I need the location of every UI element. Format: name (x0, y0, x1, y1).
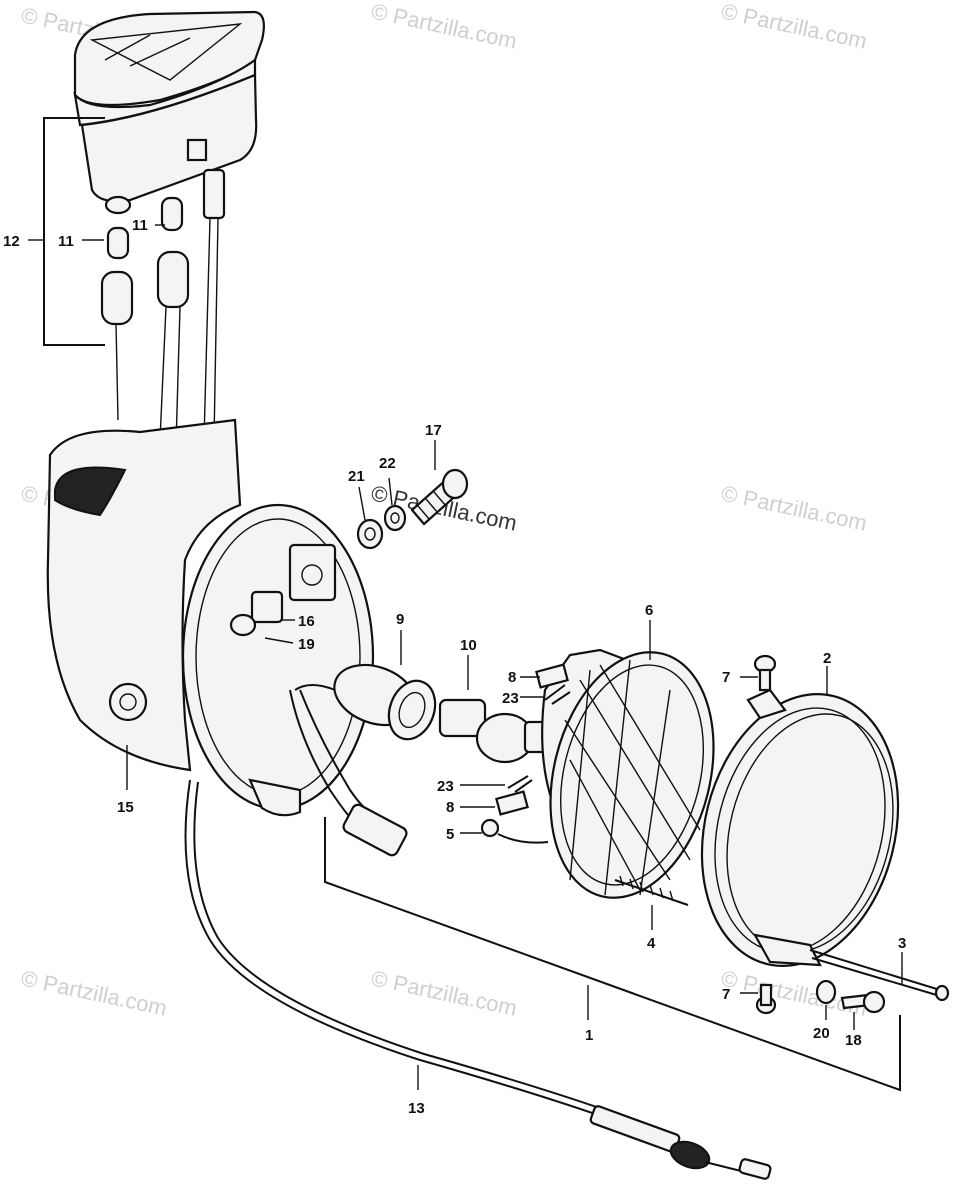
rim-screws (753, 654, 777, 1015)
callout-16: 16 (298, 613, 315, 630)
watermark: © Partzilla.com (719, 0, 869, 54)
callout-bracket-12 (43, 117, 105, 346)
callout-12: 12 (3, 233, 20, 250)
callout-10: 10 (460, 637, 477, 654)
headlight-case (46, 418, 375, 817)
long-bolt (809, 949, 941, 991)
headlight-bulb (438, 698, 549, 764)
speedometer-cable (184, 779, 772, 1180)
callout-8-bottom: 8 (446, 799, 454, 816)
speedometer-cable-end (202, 168, 226, 441)
callout-bracket-1 (324, 817, 901, 1092)
sealed-beam-unit (541, 648, 715, 899)
watermark: © Partzilla.com (369, 0, 519, 54)
retaining-clips (480, 663, 571, 844)
callout-23-top: 23 (502, 690, 519, 707)
leader-lines (82, 224, 903, 1090)
speedometer-assembly (73, 10, 265, 215)
callout-2: 2 (823, 650, 831, 667)
callout-8-top: 8 (508, 669, 516, 686)
callout-15: 15 (117, 799, 134, 816)
washer-20 (815, 979, 837, 1005)
watermark: © Partzilla.com (369, 965, 519, 1020)
callout-5: 5 (446, 826, 454, 843)
callout-13: 13 (408, 1100, 425, 1117)
watermark: © Partzilla.com (719, 480, 869, 535)
adjusting-screw (614, 879, 689, 906)
watermark: © Partzilla.com (19, 965, 169, 1020)
callout-11-right: 11 (132, 217, 148, 234)
callout-20: 20 (813, 1025, 830, 1042)
callout-11-left: 11 (58, 233, 74, 250)
callout-9: 9 (396, 611, 404, 628)
callout-1: 1 (585, 1027, 593, 1044)
callout-7-top: 7 (722, 669, 730, 686)
callout-22: 22 (379, 455, 396, 472)
callout-3: 3 (898, 935, 906, 952)
callout-21: 21 (348, 468, 365, 485)
socket-and-wires (289, 663, 437, 857)
headlight-rim (700, 688, 900, 967)
callout-18: 18 (845, 1032, 862, 1049)
mounting-bolt (356, 468, 469, 550)
callout-4: 4 (647, 935, 656, 952)
callout-23-bottom: 23 (437, 778, 454, 795)
callout-17: 17 (425, 422, 442, 439)
callout-7-bottom: 7 (722, 986, 730, 1003)
indicator-bulbs (100, 196, 190, 446)
callout-6: 6 (645, 602, 653, 619)
callout-labels: 1 2 3 4 5 6 7 7 8 8 9 10 11 11 12 13 15 … (3, 217, 906, 1117)
callout-19: 19 (298, 636, 315, 653)
